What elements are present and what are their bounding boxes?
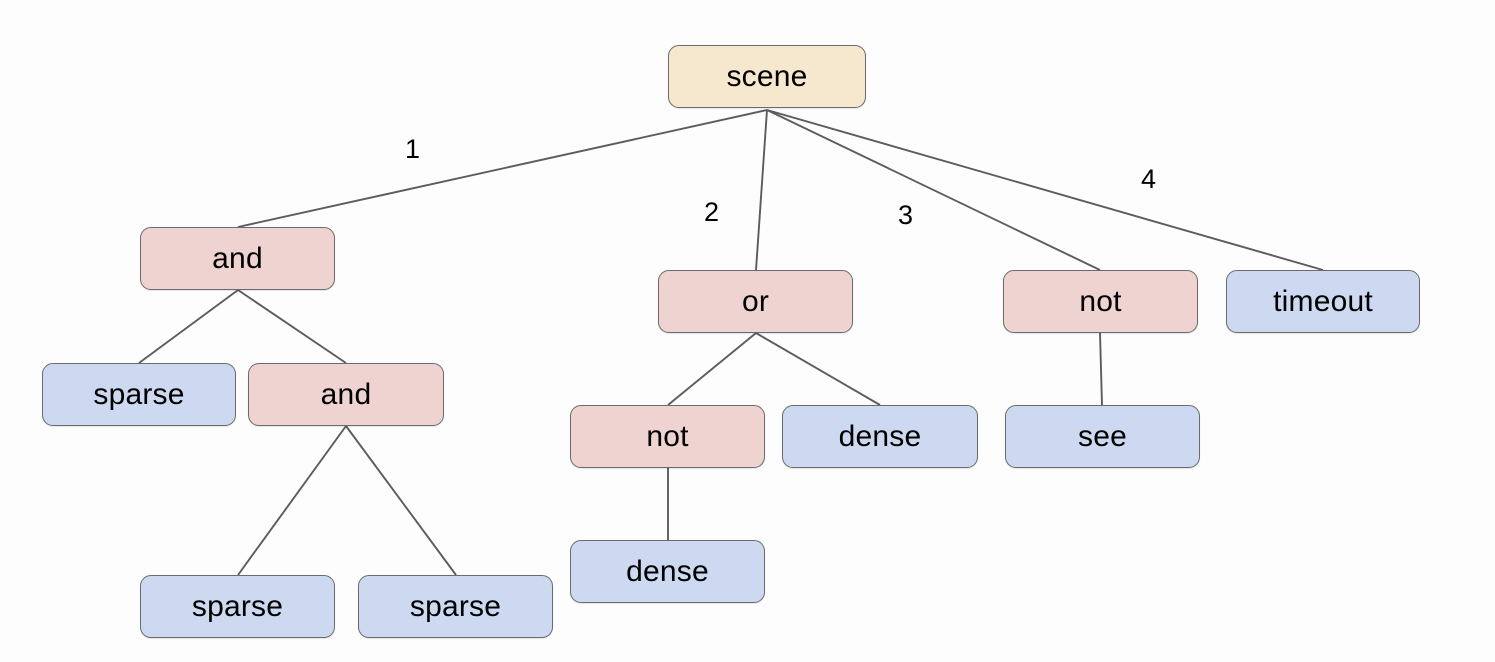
tree-edge [237,425,347,576]
tree-node-label: not [1079,284,1122,318]
tree-edge [755,332,881,406]
tree-edge [138,289,239,364]
tree-node-dense1[interactable]: dense [782,405,978,468]
tree-node-see1[interactable]: see [1005,405,1200,468]
tree-node-label: sparse [93,377,185,411]
tree-edge [237,289,347,364]
edge-label-4: 4 [1141,164,1157,194]
tree-edge [1099,332,1103,406]
tree-edge [766,109,1101,271]
tree-node-not1[interactable]: not [1003,270,1198,333]
tree-node-sparse1[interactable]: sparse [42,363,236,426]
tree-edge [345,425,457,576]
tree-node-or1[interactable]: or [658,270,853,333]
tree-edge [755,109,768,271]
edge-label-1: 1 [405,134,421,164]
edge-label-2: 2 [704,197,720,227]
tree-node-dense2[interactable]: dense [570,540,765,603]
tree-node-not2[interactable]: not [570,405,765,468]
tree-node-label: or [741,284,770,318]
tree-node-sparse2[interactable]: sparse [140,575,335,638]
tree-node-label: sparse [409,589,502,623]
tree-node-label: dense [626,554,709,588]
tree-edge [766,109,1324,271]
tree-node-label: see [1078,419,1127,453]
tree-node-label: and [212,241,263,275]
tree-node-scene[interactable]: scene [668,45,866,108]
tree-edge [667,332,757,406]
tree-node-sparse3[interactable]: sparse [358,575,553,638]
tree-edge [237,109,768,228]
tree-node-label: dense [838,419,922,453]
tree-node-label: and [320,377,372,411]
edge-label-3: 3 [898,200,914,230]
tree-node-timeout1[interactable]: timeout [1226,270,1420,333]
tree-node-label: not [646,419,689,453]
tree-node-label: sparse [191,589,284,623]
tree-node-label: timeout [1273,284,1373,318]
tree-node-and1[interactable]: and [140,227,335,290]
tree-node-label: scene [726,59,808,93]
tree-node-and2[interactable]: and [248,363,444,426]
